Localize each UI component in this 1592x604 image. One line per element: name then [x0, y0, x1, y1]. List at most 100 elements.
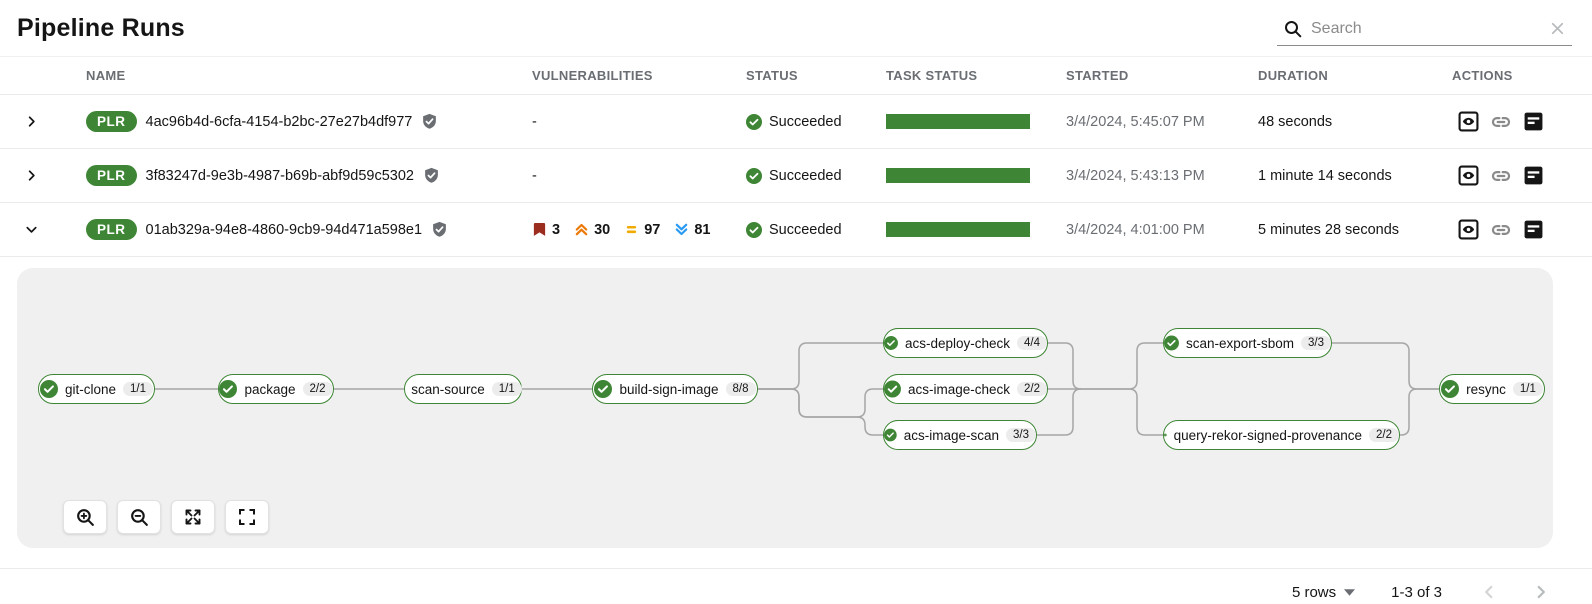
view-output-button[interactable]	[1458, 111, 1479, 132]
col-name: NAME	[86, 68, 126, 83]
status-label: Succeeded	[769, 221, 842, 238]
task-node-resync[interactable]: resync 1/1	[1439, 374, 1545, 404]
task-name: package	[244, 381, 296, 397]
task-status-bar	[886, 114, 1030, 129]
success-icon	[746, 221, 762, 238]
expand-row-button[interactable]	[20, 164, 43, 187]
run-name: 01ab329a-94e8-4860-9cb9-94d471a598e1	[145, 221, 423, 238]
chevron-down-icon	[26, 226, 37, 233]
search-icon	[1285, 20, 1302, 37]
table-row: PLR 01ab329a-94e8-4860-9cb9-94d471a598e1…	[0, 203, 1592, 257]
duration: 5 minutes 28 seconds	[1258, 221, 1400, 238]
success-icon	[746, 113, 762, 130]
rows-per-page-label: 5 rows	[1291, 583, 1337, 601]
signed-shield-icon	[423, 113, 437, 129]
col-vulnerabilities: VULNERABILITIES	[532, 68, 653, 83]
plr-badge: PLR	[86, 111, 137, 132]
close-icon	[1551, 22, 1564, 35]
vulnerabilities-empty: -	[532, 167, 537, 184]
task-count-badge: 3/3	[1301, 336, 1331, 350]
copy-link-button[interactable]	[1490, 165, 1512, 187]
table-footer: 5 rows 1-3 of 3	[0, 569, 1592, 604]
task-node-acs-deploy-check[interactable]: acs-deploy-check 4/4	[883, 328, 1048, 358]
col-duration: DURATION	[1258, 68, 1329, 83]
vulnerabilities-empty: -	[532, 113, 537, 130]
page-header: Pipeline Runs	[0, 0, 1592, 57]
vulnerability-summary: 3 30 97 81	[532, 222, 746, 238]
task-count-badge: 1/1	[123, 382, 154, 396]
view-logs-button[interactable]	[1523, 219, 1544, 240]
success-icon	[39, 380, 58, 398]
pagination-range: 1-3 of 3	[1391, 583, 1442, 601]
search-box	[1277, 12, 1572, 46]
link-icon	[1491, 116, 1511, 127]
copy-link-button[interactable]	[1490, 219, 1512, 241]
copy-link-button[interactable]	[1490, 111, 1512, 133]
task-count-badge: 2/2	[302, 382, 333, 396]
signed-shield-icon	[433, 221, 446, 237]
low-vuln: 81	[674, 222, 711, 238]
task-node-package[interactable]: package 2/2	[218, 374, 334, 404]
output-eye-icon	[1458, 165, 1479, 186]
table-row: PLR 4ac96b4d-6cfa-4154-b2bc-27e27b4df977…	[0, 95, 1592, 149]
task-node-query-rekor-signed-provenance[interactable]: query-rekor-signed-provenance 2/2	[1163, 420, 1400, 450]
task-node-scan-source[interactable]: scan-source 1/1	[404, 374, 522, 404]
next-page-button[interactable]	[1530, 581, 1552, 603]
fullscreen-icon	[239, 509, 255, 525]
caret-down-icon	[1344, 588, 1356, 596]
clear-search-button[interactable]	[1547, 18, 1568, 39]
task-node-acs-image-check[interactable]: acs-image-check 2/2	[883, 374, 1048, 404]
fit-to-screen-button[interactable]	[171, 500, 215, 534]
run-name: 4ac96b4d-6cfa-4154-b2bc-27e27b4df977	[145, 113, 413, 130]
low-severity-icon	[676, 223, 688, 236]
pipeline-graph-panel: git-clone 1/1 package 2/2 scan-source 1/…	[17, 268, 1553, 548]
link-icon	[1491, 170, 1511, 181]
view-output-button[interactable]	[1458, 165, 1479, 186]
link-icon	[1491, 224, 1511, 235]
logs-icon	[1524, 220, 1543, 239]
zoom-out-button[interactable]	[117, 500, 161, 534]
previous-page-button[interactable]	[1478, 581, 1500, 603]
zoom-in-icon	[76, 508, 94, 526]
view-output-button[interactable]	[1458, 219, 1479, 240]
task-node-git-clone[interactable]: git-clone 1/1	[38, 374, 155, 404]
col-task-status: TASK STATUS	[886, 68, 978, 83]
rows-per-page-select[interactable]: 5 rows	[1291, 583, 1356, 601]
task-node-build-sign-image[interactable]: build-sign-image 8/8	[592, 374, 758, 404]
expand-row-button[interactable]	[20, 110, 43, 133]
success-icon	[884, 380, 901, 398]
success-icon	[219, 380, 238, 398]
duration: 1 minute 14 seconds	[1258, 167, 1392, 184]
view-logs-button[interactable]	[1523, 165, 1544, 186]
task-node-scan-export-sbom[interactable]: scan-export-sbom 3/3	[1163, 328, 1332, 358]
medium-vuln: 97	[624, 222, 660, 238]
expand-arrows-icon	[185, 509, 201, 525]
fullscreen-button[interactable]	[225, 500, 269, 534]
task-node-acs-image-scan[interactable]: acs-image-scan 3/3	[883, 420, 1037, 450]
collapse-row-button[interactable]	[20, 218, 43, 241]
task-count-badge: 8/8	[725, 382, 756, 396]
logs-icon	[1524, 166, 1543, 185]
task-count-badge: 2/2	[1017, 382, 1047, 396]
status-label: Succeeded	[769, 113, 842, 130]
critical-severity-icon	[533, 222, 546, 236]
zoom-in-button[interactable]	[63, 500, 107, 534]
view-logs-button[interactable]	[1523, 111, 1544, 132]
task-name: resync	[1466, 381, 1506, 397]
expanded-row-zone: git-clone 1/1 package 2/2 scan-source 1/…	[0, 268, 1592, 569]
search-input[interactable]	[1303, 19, 1547, 38]
logs-icon	[1524, 112, 1543, 131]
chevron-right-icon	[28, 170, 35, 181]
medium-severity-icon	[627, 225, 637, 234]
table-row: PLR 3f83247d-9e3b-4987-b69b-abf9d59c5302…	[0, 149, 1592, 203]
duration: 48 seconds	[1258, 113, 1333, 130]
success-icon	[1441, 380, 1460, 398]
task-count-badge: 1/1	[1512, 382, 1543, 396]
task-status-bar	[886, 168, 1030, 183]
task-name: scan-export-sbom	[1185, 335, 1294, 351]
zoom-out-icon	[130, 508, 148, 526]
output-eye-icon	[1458, 219, 1479, 240]
high-vuln: 30	[574, 222, 610, 238]
chevron-left-icon	[1485, 585, 1493, 599]
graph-controls	[63, 500, 269, 534]
